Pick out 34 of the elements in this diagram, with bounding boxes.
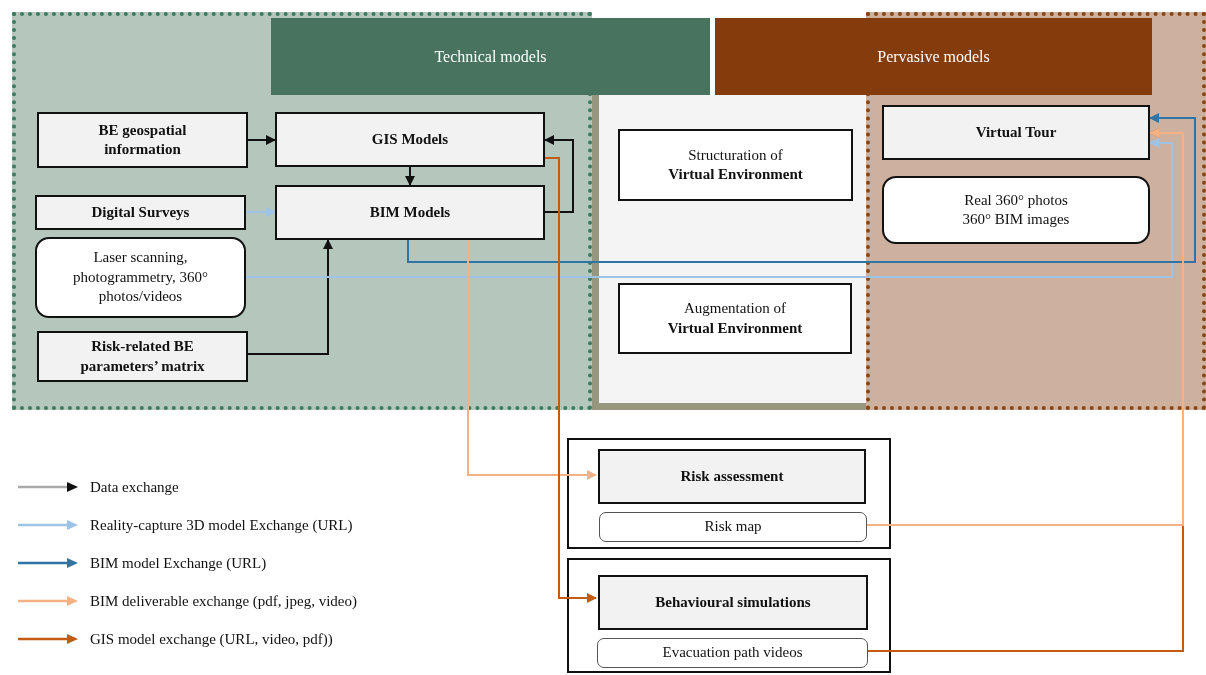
arrow [405,166,415,186]
legend-label: BIM model Exchange (URL) [90,554,267,572]
process-box: Risk assessment [598,449,866,504]
process-box: Virtual Tour [882,105,1150,160]
process-box: Behavioural simulations [598,575,868,630]
group-box [567,438,891,549]
arrow [407,113,1196,263]
note-box: Laser scanning, photogrammetry, 360° photos/videos [35,237,246,318]
process-box: Digital Surveys [35,195,246,230]
note-box: Evacuation path videos [597,638,868,668]
process-box: BE geospatial information [37,112,248,168]
arrow [245,138,1173,278]
process-box: Structuration of Virtual Environment [618,129,853,201]
process-box: GIS Models [275,112,545,167]
legend-label: Data exchange [90,478,179,496]
arrow [245,207,276,217]
process-box: Risk-related BE parameters’ matrix [37,331,248,382]
legend-label: Reality-capture 3D model Exchange (URL) [90,516,353,534]
process-box: Augmentation of Virtual Environment [618,283,852,354]
note-box: Real 360° photos 360° BIM images [882,176,1150,244]
process-box: BIM Models [275,185,545,240]
group-box [567,558,891,673]
arrow [467,239,597,480]
legend-label: GIS model exchange (URL, video, pdf)) [90,630,333,648]
note-box: Risk map [599,512,867,542]
column-panel [592,95,866,410]
header-band: Pervasive models [715,18,1152,95]
arrow [247,239,333,355]
arrow [247,135,276,145]
arrow [544,157,597,603]
header-band: Technical models [271,18,710,95]
arrow [864,128,1184,526]
legend-label: BIM deliverable exchange (pdf, jpeg, video) [90,592,357,610]
arrow [544,135,574,213]
